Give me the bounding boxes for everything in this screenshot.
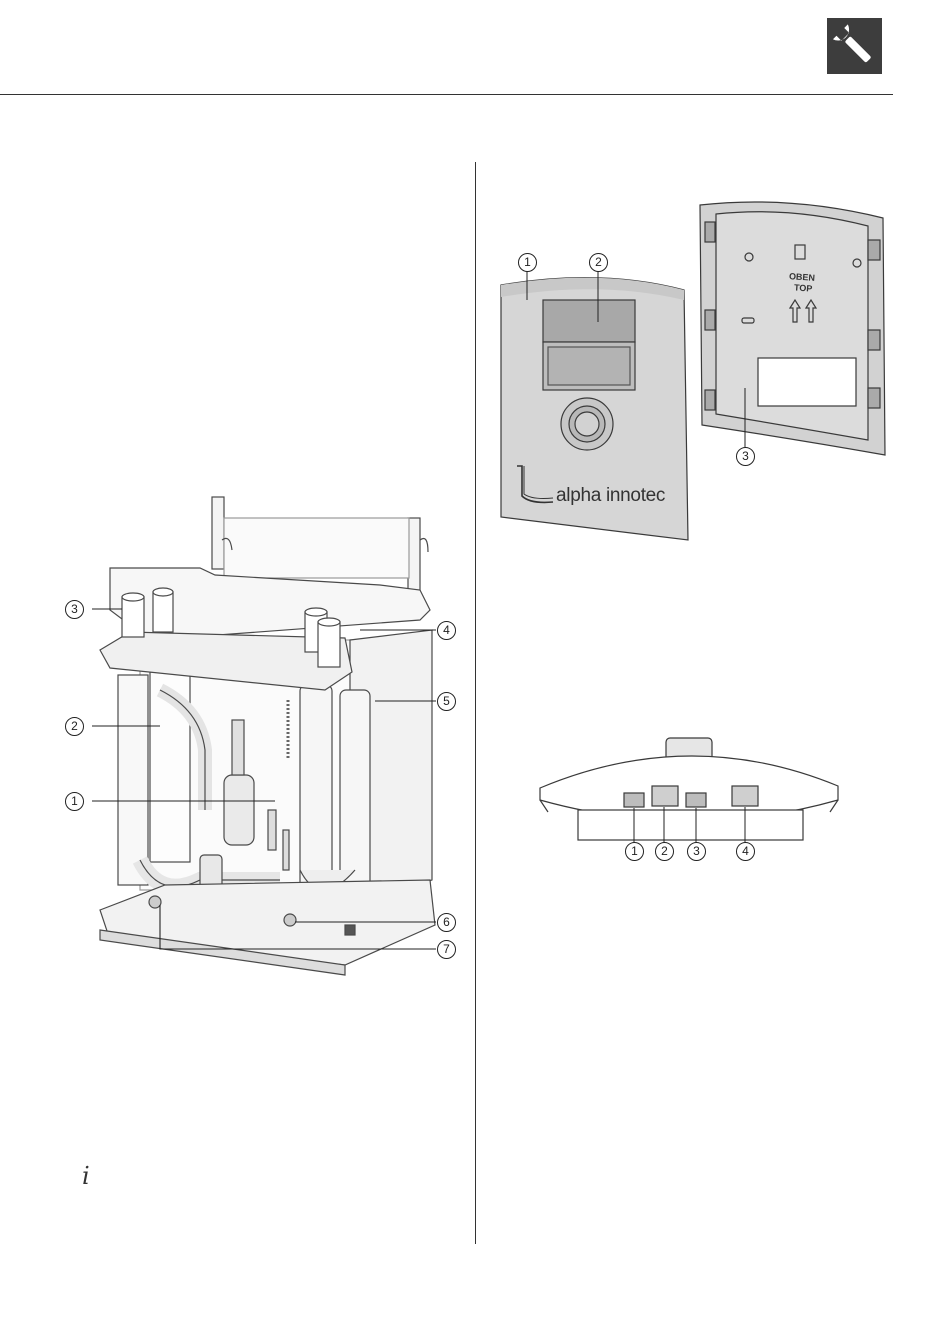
- callout-2: 2: [65, 717, 84, 736]
- callout-connector-2: 2: [655, 842, 674, 861]
- callout-connector-4: 4: [736, 842, 755, 861]
- callout-connector-3: 3: [687, 842, 706, 861]
- callout-6: 6: [437, 913, 456, 932]
- callout-3: 3: [65, 600, 84, 619]
- wall-mount-label-top: TOP: [794, 282, 813, 293]
- callout-7: 7: [437, 940, 456, 959]
- callout-panel-1: 1: [518, 253, 537, 272]
- callout-4: 4: [437, 621, 456, 640]
- brand-logo-text: alpha innotec: [556, 485, 665, 507]
- callout-1: 1: [65, 792, 84, 811]
- callout-5: 5: [437, 692, 456, 711]
- callout-panel-2: 2: [589, 253, 608, 272]
- info-icon: i: [82, 1162, 90, 1190]
- callout-connector-1: 1: [625, 842, 644, 861]
- callout-panel-3: 3: [736, 447, 755, 466]
- wall-mount-label-oben: OBEN: [789, 271, 816, 283]
